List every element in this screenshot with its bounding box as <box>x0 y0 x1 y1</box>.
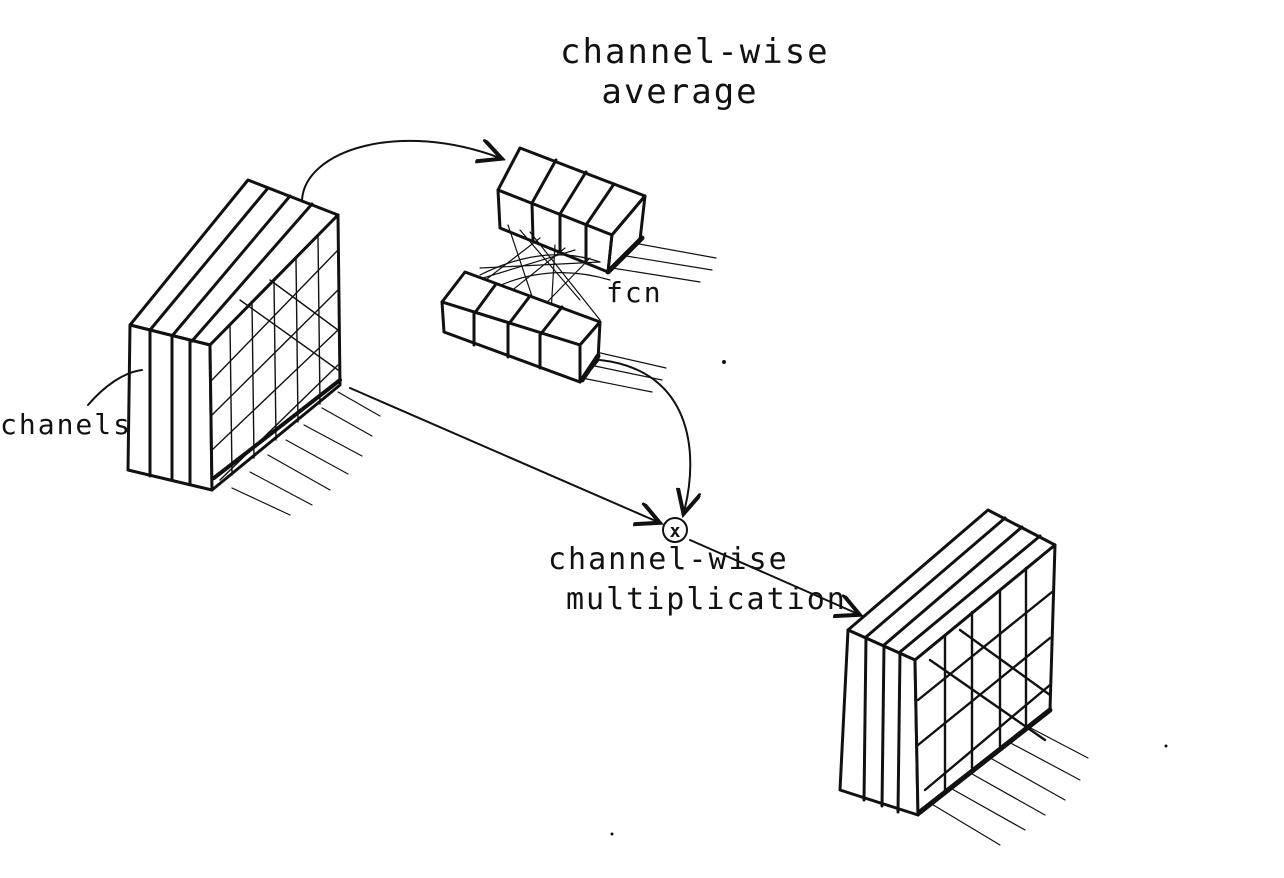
multiplication-label: channel-wise multiplication <box>548 540 847 620</box>
fcn-label: fcn <box>606 276 663 309</box>
arrow-fcn-to-multiply <box>600 360 690 512</box>
arrow-input-to-multiply <box>350 388 658 522</box>
multiply-symbol: x <box>670 521 681 542</box>
output-feature-block <box>840 510 1088 845</box>
average-label-line1: channel-wise <box>560 32 800 72</box>
arrow-input-to-average <box>302 141 500 200</box>
average-label: channel-wise average <box>560 32 800 112</box>
multiplication-label-line2: multiplication <box>548 580 847 620</box>
input-feature-block <box>128 180 380 515</box>
multiply-node: x <box>663 518 687 542</box>
channels-label: chanels <box>0 408 132 441</box>
average-label-line2: average <box>560 72 800 112</box>
average-vector-block <box>498 148 716 282</box>
multiplication-label-line1: channel-wise <box>548 540 847 580</box>
